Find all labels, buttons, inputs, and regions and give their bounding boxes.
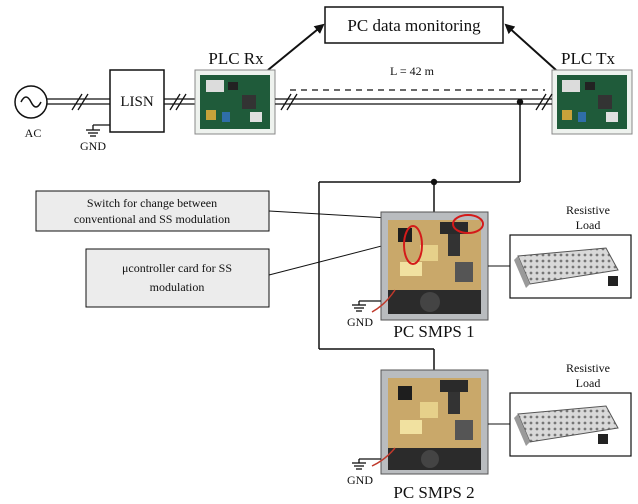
lisn-box: LISN [109,69,165,133]
pc-data-monitoring-box: PC data monitoring [324,6,504,44]
plc-tx-board [551,69,633,135]
gnd-smps1-icon [352,300,381,312]
micro-highlight [403,225,423,265]
ac-source-icon [14,85,48,119]
resistive-load-1-line1: Resistive [566,203,610,217]
plc-tx-label: PLC Tx [561,49,616,68]
callout-micro-line1: μcontroller card for SS [122,261,232,275]
lisn-label: LISN [120,94,154,110]
ac-label: AC [25,126,42,140]
gnd-smps2-icon [352,458,381,470]
arrow-tx-to-monitor [504,23,557,71]
lisn-to-rx-line [164,93,195,111]
resistive-load-1-photo [509,234,632,299]
resistive-load-2-photo [509,392,632,457]
junction-dot-smps1 [430,178,438,186]
mains-line [47,93,110,111]
gnd-lisn-icon [86,124,110,137]
line-length-label: L = 42 m [390,64,435,78]
callout-micro-line2: modulation [150,280,205,294]
callout-switch-line2: conventional and SS modulation [74,212,230,226]
arrow-rx-to-monitor [267,23,325,71]
distribution-wiring [318,102,521,370]
resistive-load-2-line1: Resistive [566,361,610,375]
power-line-rx-tx [275,93,553,111]
gnd-label-lisn: GND [80,139,106,153]
plc-rx-board [194,69,276,135]
gnd-label-smps2: GND [347,473,373,487]
smps2-label: PC SMPS 2 [393,483,474,502]
smps1-label: PC SMPS 1 [393,322,474,341]
resistive-load-2-line2: Load [576,376,601,390]
gnd-label-smps1: GND [347,315,373,329]
switch-highlight [452,214,484,234]
callout-micro-box: μcontroller card for SS modulation [85,248,270,308]
callout-switch-box: Switch for change between conventional a… [35,190,270,232]
smps2-photo [371,369,489,475]
plc-rx-label: PLC Rx [208,49,264,68]
callout-switch-line1: Switch for change between [87,196,217,210]
pc-data-monitoring-label: PC data monitoring [347,16,481,35]
smps1-photo [371,211,489,321]
resistive-load-1-line2: Load [576,218,601,232]
